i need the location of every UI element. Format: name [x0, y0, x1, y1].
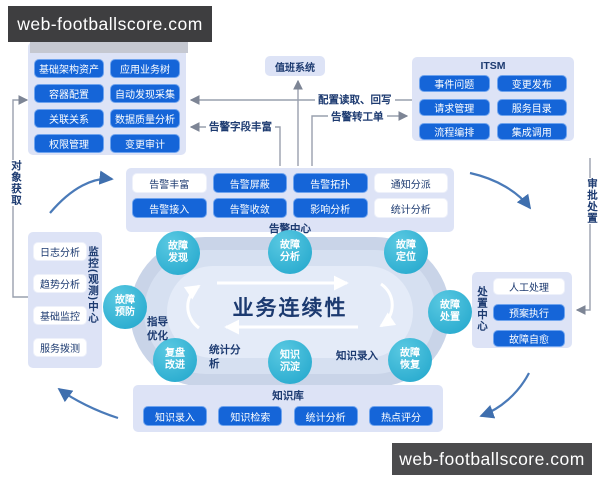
- circle-text: 故障: [115, 295, 135, 306]
- circle-text: 恢复: [400, 360, 420, 371]
- monitor-node-trend-analysis: 趋势分析: [33, 274, 87, 293]
- cycle-arrow-dispose-to-knowledge: [479, 372, 530, 419]
- circle-knowledge-deposit: 知识沉淀: [268, 340, 312, 384]
- monitor-node-service-probe: 服务拨测: [33, 338, 87, 357]
- cmdb-node-app-tree: 应用业务树: [110, 59, 180, 78]
- cycle-arrow-monitor-to-alarm: [49, 170, 114, 214]
- circle-text: 预防: [115, 307, 135, 318]
- label-object-acquire: 对象获取: [6, 160, 27, 206]
- dispose-node-self-healing: 故障自愈: [493, 330, 565, 347]
- itsm-node-change-release: 变更发布: [496, 75, 567, 92]
- alarm-node-topology: 告警拓扑: [293, 173, 368, 193]
- track-arc-left: [183, 284, 201, 330]
- cmdb-node-data-quality: 数据质量分析: [110, 109, 180, 128]
- itsm-panel: ITSM 事件问题 变更发布 请求管理 服务目录 流程编排 集成调用: [412, 57, 574, 141]
- monitor-node-basic-monitoring: 基础监控: [33, 306, 87, 325]
- alarm-node-impact-analysis: 影响分析: [293, 198, 368, 218]
- circle-fault-recovery: 故障恢复: [388, 338, 432, 382]
- circle-text: 故障: [168, 241, 188, 252]
- circle-fault-handling: 故障处置: [428, 290, 472, 334]
- alarm-node-access: 告警接入: [132, 198, 207, 218]
- circle-text: 定位: [396, 252, 416, 263]
- label-alarm-field-enrich: 告警字段丰富: [206, 119, 275, 134]
- circle-text: 故障: [400, 348, 420, 359]
- circle-text: 分析: [280, 252, 300, 263]
- circle-fault-discovery: 故障发现: [156, 231, 200, 275]
- dispose-center-title: 处置中心: [476, 286, 488, 332]
- alarm-center-panel: 告警丰富 告警屏蔽 告警拓扑 通知分派 告警接入 告警收敛 影响分析 统计分析 …: [126, 168, 454, 235]
- cmdb-node-permission: 权限管理: [34, 134, 104, 153]
- circle-fault-prevention: 故障预防: [103, 285, 147, 329]
- circle-review-improve: 复盘改进: [153, 338, 197, 382]
- circle-text: 沉淀: [280, 362, 300, 373]
- cmdb-node-infra-assets: 基础架构资产: [34, 59, 104, 78]
- circle-text: 改进: [165, 360, 185, 371]
- circle-fault-locating: 故障定位: [384, 230, 428, 274]
- cmdb-node-change-audit: 变更审计: [110, 134, 180, 153]
- label-approval-dispose: 审批处置: [582, 178, 600, 224]
- watermark-top: web-footballscore.com: [8, 6, 212, 42]
- knowledge-node-entry: 知识录入: [143, 406, 207, 426]
- monitor-node-log-analysis: 日志分析: [33, 242, 87, 261]
- itsm-node-service-catalog: 服务目录: [496, 99, 567, 116]
- itsm-node-integration-call: 集成调用: [496, 123, 567, 140]
- cmdb-node-auto-discovery: 自动发现采集: [110, 84, 180, 103]
- monitor-center-title: 监控(观测)中心: [87, 246, 99, 324]
- knowledge-base-title: 知识库: [272, 390, 304, 402]
- alarm-node-enrich: 告警丰富: [132, 173, 207, 193]
- label-config-readwrite: 配置读取、回写: [315, 92, 395, 107]
- circle-text: 故障: [280, 240, 300, 251]
- dispose-node-plan-execution: 预案执行: [493, 304, 565, 321]
- business-continuity-title: 业务连续性: [232, 297, 348, 320]
- watermark-bottom-text: web-footballscore.com: [399, 448, 585, 469]
- circle-text: 故障: [396, 240, 416, 251]
- alarm-node-notify-dispatch: 通知分派: [373, 173, 448, 193]
- annotation-guide-optimize: 指导 优化: [147, 316, 168, 342]
- circle-text: 复盘: [165, 348, 185, 359]
- duty-system-node: 值班系统: [265, 56, 325, 76]
- circle-text: 发现: [168, 253, 188, 264]
- dispose-center-panel: 处置中心 人工处理 预案执行 故障自愈: [472, 272, 572, 348]
- label-alarm-to-ticket: 告警转工单: [328, 109, 387, 124]
- circle-text: 故障: [440, 300, 460, 311]
- alarm-node-shield: 告警屏蔽: [212, 173, 287, 193]
- watermark-top-text: web-footballscore.com: [17, 13, 203, 34]
- knowledge-node-hot-score: 热点评分: [368, 406, 433, 426]
- knowledge-base-panel: 知识库 知识录入 知识检索 统计分析 热点评分: [133, 385, 443, 432]
- cycle-arrow-knowledge-to-monitor: [57, 387, 119, 420]
- itsm-node-request-mgmt: 请求管理: [419, 99, 490, 116]
- itsm-node-process-orchestration: 流程编排: [419, 123, 490, 140]
- circle-fault-analysis: 故障分析: [268, 230, 312, 274]
- cycle-arrow-alarm-to-dispose: [469, 171, 532, 210]
- dispose-node-manual: 人工处理: [493, 278, 565, 295]
- annotation-stat-analysis: 统计分 析: [209, 344, 241, 370]
- knowledge-node-search: 知识检索: [218, 406, 283, 426]
- itsm-node-incident: 事件问题: [419, 75, 490, 92]
- cmdb-node-relations: 关联关系: [34, 109, 104, 128]
- itsm-title: ITSM: [480, 60, 506, 72]
- circle-text: 处置: [440, 312, 460, 323]
- obscured-panel-header: [30, 40, 188, 53]
- alarm-node-convergence: 告警收敛: [212, 198, 287, 218]
- circle-text: 知识: [280, 350, 300, 361]
- annotation-knowledge-entry: 知识录入: [336, 350, 378, 362]
- cmdb-node-container-config: 容器配置: [34, 84, 104, 103]
- watermark-bottom: web-footballscore.com: [392, 443, 592, 475]
- duty-system-label: 值班系统: [275, 62, 315, 74]
- knowledge-node-stat-analysis: 统计分析: [293, 406, 358, 426]
- cmdb-panel: 基础架构资产 应用业务树 容器配置 自动发现采集 关联关系 数据质量分析 权限管…: [28, 42, 186, 155]
- monitor-center-panel: 日志分析 趋势分析 基础监控 服务拨测 监控(观测)中心: [28, 232, 102, 368]
- alarm-node-stat-analysis: 统计分析: [373, 198, 448, 218]
- track-arc-right: [379, 282, 397, 328]
